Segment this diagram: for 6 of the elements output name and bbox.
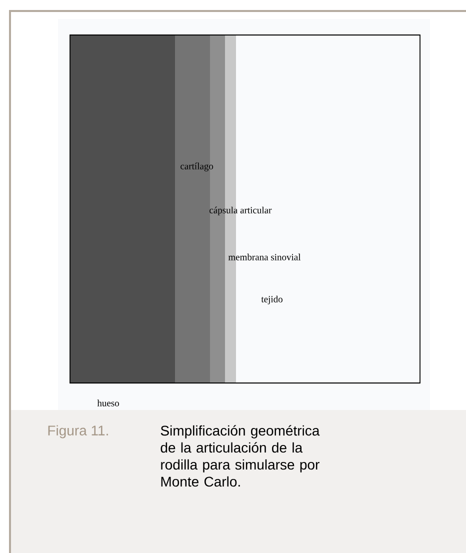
layer-label: hueso — [97, 400, 119, 406]
caption: Simplificación geométrica de la articulación de la rodilla para simularse por Monte Carlo. — [160, 425, 320, 487]
figure-number: Figura 11. — [48, 425, 108, 438]
layer-label: tejido — [261, 296, 282, 304]
layer-label: membrana sinovial — [228, 254, 301, 260]
layer-label: cartílago — [180, 162, 214, 172]
